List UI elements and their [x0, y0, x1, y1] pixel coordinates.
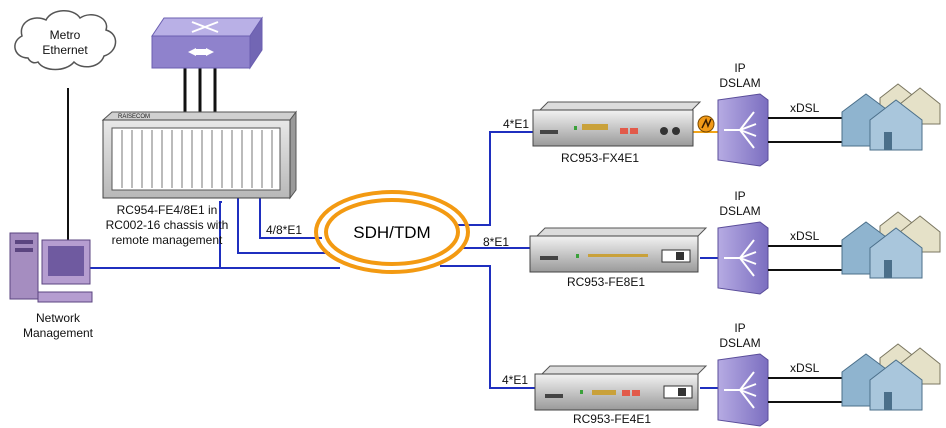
- ip-dslam-top: IP DSLAM: [717, 61, 769, 167]
- chassis-link-1: [259, 198, 322, 239]
- chassis-slots: [121, 130, 273, 188]
- e1-links: [88, 131, 718, 389]
- houses-top-icon: [841, 83, 941, 151]
- link-label-mid: 8*E1: [483, 235, 509, 249]
- rc002-16-chassis: RAISECOM RC954-FE4/8E1 in RC002-16 chass…: [101, 110, 297, 247]
- xdsl-label-bottom: xDSL: [790, 361, 820, 375]
- nm-label-line2: Management: [23, 326, 94, 340]
- dslam-top-line1: IP: [734, 61, 745, 75]
- rc953-fx4e1-device: RC953-FX4E1: [532, 101, 702, 165]
- ip-dslam-bottom: IP DSLAM: [717, 321, 769, 427]
- xdsl-lines: [768, 117, 842, 403]
- optical-link-icon: [697, 115, 715, 133]
- ring-to-bottom-link: [440, 265, 535, 389]
- xdsl-label-mid: xDSL: [790, 229, 820, 243]
- dslam-mid-line2: DSLAM: [719, 204, 760, 218]
- houses-mid-icon: [841, 211, 941, 279]
- nm-label-line1: Network: [36, 311, 81, 325]
- cloud-shape: [14, 10, 117, 71]
- dslam-top-line2: DSLAM: [719, 76, 760, 90]
- chassis-link-2: [237, 198, 330, 254]
- metro-ethernet-cloud: Metro Ethernet: [14, 10, 117, 71]
- chassis-caption-line3: remote management: [112, 233, 223, 247]
- rc953-fe8e1-device: RC953-FE8E1: [529, 227, 708, 289]
- xdsl-label-top: xDSL: [790, 101, 820, 115]
- cloud-label-line1: Metro: [50, 28, 81, 42]
- sdh-tdm-label: SDH/TDM: [353, 223, 430, 242]
- link-label-bottom: 4*E1: [502, 373, 528, 387]
- ip-dslam-mid: IP DSLAM: [717, 189, 769, 295]
- sdh-tdm-ring: SDH/TDM: [314, 190, 470, 274]
- chassis-caption-line1: RC954-FE4/8E1 in: [117, 203, 218, 217]
- device-label-bottom: RC953-FE4E1: [573, 412, 651, 426]
- device-label-top: RC953-FX4E1: [561, 151, 639, 165]
- chassis-caption-line2: RC002-16 chassis with: [106, 218, 229, 232]
- dslam-bottom-line1: IP: [734, 321, 745, 335]
- link-label-chassis: 4/8*E1: [266, 223, 302, 237]
- computer-icon: Network Management: [9, 232, 94, 340]
- ring-to-top-link: [452, 131, 533, 226]
- device-label-mid: RC953-FE8E1: [567, 275, 645, 289]
- management-links: [67, 68, 217, 240]
- chassis-brand: RAISECOM: [118, 114, 150, 120]
- houses-bottom-icon: [841, 343, 941, 411]
- ethernet-switch-icon: [151, 16, 263, 70]
- dslam-mid-line1: IP: [734, 189, 745, 203]
- nm-to-ring-link: [88, 201, 222, 269]
- link-label-top: 4*E1: [503, 117, 529, 131]
- cloud-label-line2: Ethernet: [42, 43, 88, 57]
- dslam-bottom-line2: DSLAM: [719, 336, 760, 350]
- rc953-fe4e1-device: RC953-FE4E1: [534, 365, 708, 426]
